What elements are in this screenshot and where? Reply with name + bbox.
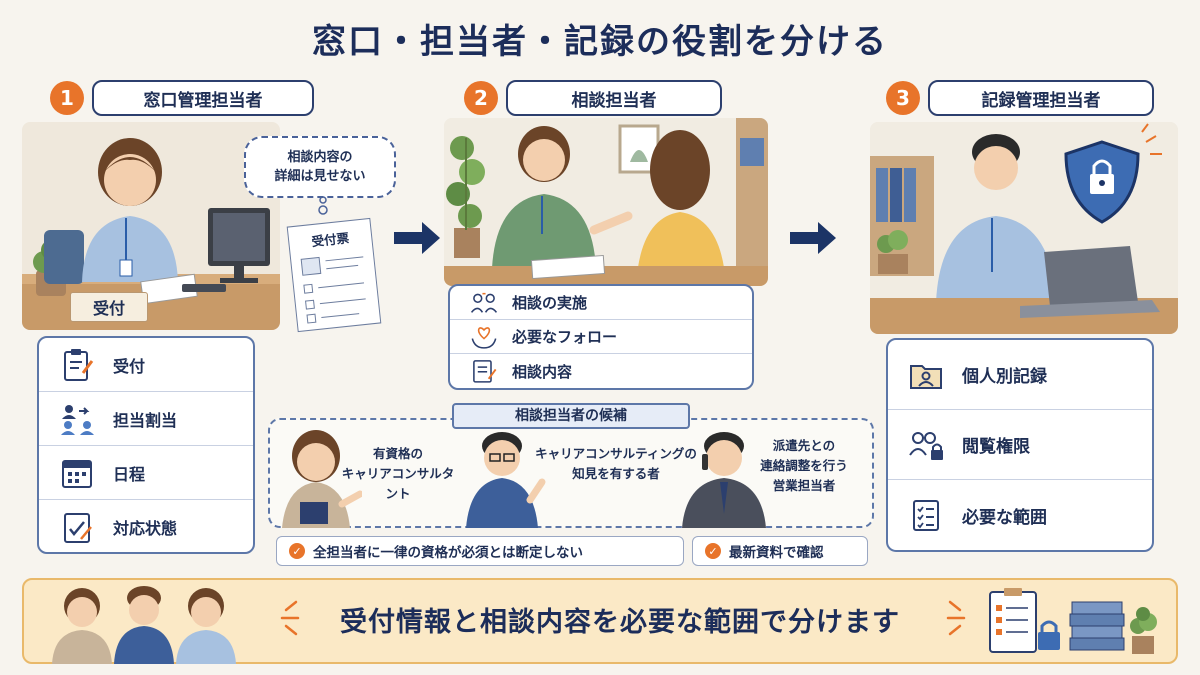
consultation-scene: [444, 118, 768, 286]
candidate-2-line-2: 知見を有する者: [572, 466, 660, 481]
folder-person-icon: [910, 364, 942, 389]
step-2-number: 2: [464, 81, 498, 115]
step-3-list: 個人別記録 閲覧権限 必要な範囲: [886, 338, 1154, 552]
list-item-label: 閲覧権限: [962, 437, 1030, 457]
sparkle-right-icon: [946, 600, 966, 636]
note-text: 全担当者に一律の資格が必須とは断定しない: [313, 545, 583, 561]
list-item: 個人別記録: [888, 340, 1152, 410]
list-item: 受付: [39, 338, 253, 392]
arrow-right-icon: [790, 222, 836, 254]
candidate-3-text: 派遣先との 連絡調整を行う 営業担当者: [748, 436, 860, 496]
step-2-header: 2 相談担当者: [464, 80, 722, 116]
candidate-3-line-2: 連絡調整を行う: [760, 458, 848, 473]
step-3-title: 記録管理担当者: [928, 80, 1154, 116]
candidate-1-line-2: キャリアコンサルタント: [341, 466, 455, 501]
list-item-label: 日程: [113, 464, 146, 484]
list-item-label: 必要な範囲: [962, 507, 1047, 528]
candidate-consultant-avatar: [282, 430, 362, 528]
check-icon: ✓: [705, 543, 721, 559]
calendar-icon: [62, 459, 92, 488]
consultation-illustration: [444, 118, 768, 286]
list-item-label: 受付: [113, 356, 146, 376]
bubble-tail-dots: [318, 196, 328, 215]
list-item: 対応状態: [39, 500, 253, 554]
summary-banner-text: 受付情報と相談内容を必要な範囲で分けます: [340, 607, 900, 638]
team-illustration: [52, 586, 236, 664]
reception-scene: [22, 122, 280, 330]
candidate-sales-avatar: [682, 432, 766, 528]
candidate-expert-avatar: [466, 432, 546, 528]
candidate-2-line-1: キャリアコンサルティングの: [535, 446, 697, 461]
list-item-label: 相談の実施: [512, 294, 588, 312]
privacy-speech-bubble: 相談内容の 詳細は見せない: [244, 136, 396, 198]
step-3-header: 3 記録管理担当者: [886, 80, 1154, 116]
candidate-3-line-3: 営業担当者: [772, 478, 836, 493]
list-item-label: 対応状態: [113, 519, 178, 538]
candidate-3-line-1: 派遣先との: [772, 438, 836, 453]
form-fields: [300, 256, 366, 324]
list-item-label: 相談内容: [512, 362, 573, 381]
step-1-title: 窓口管理担当者: [92, 80, 314, 116]
checklist-icon: [64, 513, 92, 543]
notepad-icon: [473, 360, 497, 383]
bubble-line-1: 相談内容の: [287, 149, 353, 165]
step-2-list: 相談の実施 必要なフォロー 相談内容: [448, 284, 754, 390]
list-item: 相談の実施: [450, 286, 752, 320]
list-item-label: 担当割当: [113, 410, 178, 430]
reception-desk-sign: 受付: [70, 292, 148, 322]
step-1-number: 1: [50, 81, 84, 115]
page-title: 窓口・担当者・記録の役割を分ける: [312, 22, 888, 62]
note-qualification: ✓ 全担当者に一律の資格が必須とは断定しない: [276, 536, 684, 566]
reception-illustration: [22, 138, 280, 330]
step-1-list: 受付 担当割当 日程 対応状態: [37, 336, 255, 554]
checklist-icon: [913, 500, 939, 531]
step-1-header: 1 窓口管理担当者: [50, 80, 314, 116]
reception-form: 受付票: [286, 217, 382, 333]
step-3-number: 3: [886, 81, 920, 115]
list-item: 担当割当: [39, 392, 253, 446]
candidate-1-line-1: 有資格の: [372, 446, 423, 461]
bubble-line-2: 詳細は見せない: [274, 169, 366, 184]
heart-hands-icon: [471, 326, 497, 349]
list-item: 日程: [39, 446, 253, 500]
list-item-label: 個人別記録: [962, 367, 1047, 387]
check-icon: ✓: [289, 543, 305, 559]
note-text: 最新資料で確認: [729, 545, 824, 561]
candidate-1-text: 有資格の キャリアコンサルタント: [338, 444, 458, 504]
list-item: 閲覧権限: [888, 410, 1152, 480]
list-item: 相談内容: [450, 354, 752, 388]
records-lock-illustration: [989, 588, 1157, 654]
sparkle-left-icon: [280, 600, 300, 636]
people-assign-icon: [61, 404, 94, 435]
consultation-icon: [470, 292, 498, 313]
list-item: 必要な範囲: [888, 480, 1152, 550]
step-2-title: 相談担当者: [506, 80, 722, 116]
note-latest-docs: ✓ 最新資料で確認: [692, 536, 868, 566]
list-item-label: 必要なフォロー: [512, 328, 618, 346]
list-item: 必要なフォロー: [450, 320, 752, 354]
candidates-title: 相談担当者の候補: [452, 403, 690, 429]
candidate-2-text: キャリアコンサルティングの 知見を有する者: [534, 444, 698, 484]
clipboard-icon: [64, 348, 94, 381]
users-lock-icon: [909, 431, 943, 460]
records-illustration: [870, 122, 1178, 334]
arrow-right-icon: [394, 222, 440, 254]
records-scene: [870, 122, 1178, 334]
